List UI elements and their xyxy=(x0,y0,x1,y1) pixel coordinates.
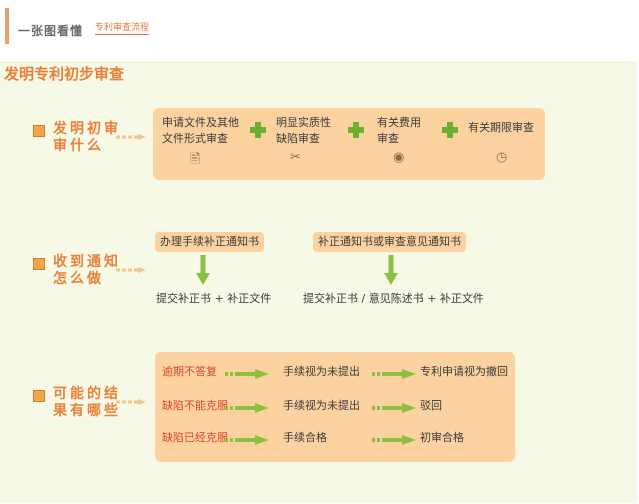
header-subtitle-link[interactable]: 专利审查流程 xyxy=(95,23,149,35)
down-arrow-icon xyxy=(384,255,398,285)
q3-row-1-mid: 手续视为未提出 xyxy=(283,364,360,380)
q3-label: 可能的结果有哪些 xyxy=(53,386,125,420)
q3-row-2-cond: 缺陷不能克服 xyxy=(162,398,228,414)
document-icon: 🖹 xyxy=(190,150,200,172)
q2-right-action: 提交补正书 / 意见陈述书 + 补正文件 xyxy=(303,290,484,306)
green-arrow-icon xyxy=(372,435,416,445)
plus-icon xyxy=(348,122,364,138)
bullet-icon xyxy=(33,125,45,137)
clock-icon: ◷ xyxy=(496,150,507,165)
green-arrow-icon xyxy=(372,403,416,413)
q2-label: 收到通知怎么做 xyxy=(53,254,125,288)
q1label-line-1: 发明初审 xyxy=(53,121,125,138)
q3label-line-2: 果有哪些 xyxy=(53,403,125,420)
q2-arrow-icon xyxy=(116,267,146,273)
q2label-line-2: 怎么做 xyxy=(53,271,125,288)
q1-arrow-icon xyxy=(116,134,146,140)
green-arrow-icon xyxy=(372,369,416,379)
green-arrow-icon xyxy=(225,403,269,413)
plus-icon xyxy=(442,122,458,138)
q3-row-2-result: 驳回 xyxy=(420,398,442,414)
q1-item-4: 有关期限审查 xyxy=(468,120,543,136)
header-title: 一张图看懂 xyxy=(18,22,83,39)
q2label-line-1: 收到通知 xyxy=(53,254,125,271)
tools-icon: ✂ xyxy=(290,150,301,165)
green-arrow-icon xyxy=(225,369,269,379)
plus-icon xyxy=(250,122,266,138)
q1-item-2: 明显实质性缺陷审查 xyxy=(276,115,341,147)
q2-left-notice: 办理手续补正通知书 xyxy=(155,232,264,252)
main-title: 发明专利初步审查 xyxy=(4,63,124,84)
q1-item-3: 有关费用审查 xyxy=(377,115,427,147)
bullet-icon xyxy=(33,258,45,270)
q3-arrow-icon xyxy=(116,399,146,405)
q3-row-3-mid: 手续合格 xyxy=(283,430,327,446)
down-arrow-icon xyxy=(196,255,210,285)
q3-row-1-cond: 逾期不答复 xyxy=(162,364,217,380)
q1-label: 发明初审审什么 xyxy=(53,121,125,155)
q3-row-1-result: 专利申请视为撤回 xyxy=(420,364,508,380)
q3label-line-1: 可能的结 xyxy=(53,386,125,403)
q2-left-action: 提交补正书 + 补正文件 xyxy=(156,290,271,306)
header-accent-bar xyxy=(5,8,9,44)
green-arrow-icon xyxy=(225,435,269,445)
coins-icon: ◉ xyxy=(393,150,404,165)
q1label-line-2: 审什么 xyxy=(53,138,125,155)
q2-right-notice: 补正通知书或审查意见通知书 xyxy=(313,232,466,252)
q1-item-1: 申请文件及其他文件形式审查 xyxy=(162,115,247,147)
q3-row-3-cond: 缺陷已经克服 xyxy=(162,430,228,446)
q3-row-3-result: 初审合格 xyxy=(420,430,464,446)
header: 一张图看懂 专利审查流程 xyxy=(0,0,639,48)
bullet-icon xyxy=(33,390,45,402)
q3-row-2-mid: 手续视为未提出 xyxy=(283,398,360,414)
